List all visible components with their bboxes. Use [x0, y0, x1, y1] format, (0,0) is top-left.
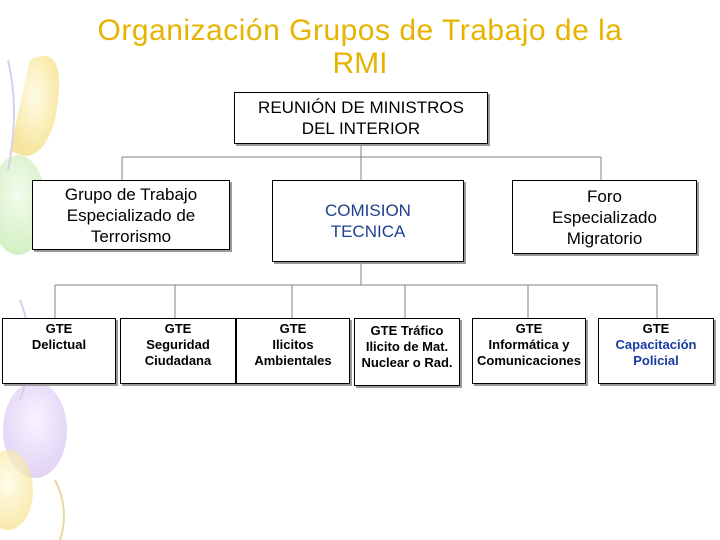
gte-ilicitos-box: GTE Ilicitos Ambientales: [236, 318, 350, 384]
capacitacion-line-2: Capacitación: [615, 337, 697, 352]
ilicitos-line-2: Ilicitos: [272, 337, 314, 352]
seguridad-line-2: Seguridad: [146, 337, 210, 352]
foro-line-3: Migratorio: [566, 228, 643, 248]
terrorismo-line-1: Grupo de Trabajo: [64, 184, 198, 204]
foro-migratorio-box: Foro Especializado Migratorio: [512, 180, 697, 254]
trafico-line-2: Ilicito de Mat.: [365, 339, 449, 354]
informatica-line-3: Comunicaciones: [476, 353, 582, 368]
delictual-line-2: Delictual: [31, 337, 87, 352]
title-line-1: Organización Grupos de Trabajo de la: [97, 14, 623, 47]
comision-line-1: COMISION: [325, 201, 411, 220]
gte-trafico-box: GTE Tráfico Ilicito de Mat. Nuclear o Ra…: [354, 318, 460, 386]
reunion-line-2: DEL INTERIOR: [301, 119, 421, 138]
seguridad-line-3: Ciudadana: [144, 353, 212, 368]
foro-line-2: Especializado: [552, 207, 657, 227]
trafico-line-1: GTE Tráfico: [370, 323, 444, 338]
foro-line-1: Foro: [587, 186, 622, 206]
reunion-ministros-box: REUNIÓN DE MINISTROS DEL INTERIOR: [234, 92, 488, 144]
terrorismo-line-2: Especializado de: [66, 205, 196, 225]
reunion-line-1: REUNIÓN DE MINISTROS: [258, 98, 464, 117]
comision-line-2: TECNICA: [330, 222, 406, 241]
delictual-line-1: GTE: [45, 321, 73, 336]
title-line-2: RMI: [332, 47, 388, 80]
capacitacion-line-3: Policial: [633, 353, 679, 368]
ilicitos-line-1: GTE: [279, 321, 307, 336]
terrorismo-line-3: Terrorismo: [90, 226, 172, 246]
comision-tecnica-box: COMISION TECNICA: [272, 180, 464, 262]
seguridad-line-1: GTE: [164, 321, 192, 336]
gte-seguridad-box: GTE Seguridad Ciudadana: [120, 318, 236, 384]
gte-capacitacion-box: GTE Capacitación Policial: [598, 318, 714, 384]
informatica-line-1: GTE: [515, 321, 543, 336]
trafico-line-3: Nuclear o Rad.: [361, 355, 453, 370]
informatica-line-2: Informática y: [488, 337, 570, 352]
terrorismo-box: Grupo de Trabajo Especializado de Terror…: [32, 180, 230, 250]
page-title: Organización Grupos de Trabajo de la RMI: [40, 14, 680, 80]
ilicitos-line-3: Ambientales: [254, 353, 332, 368]
capacitacion-line-1: GTE: [642, 321, 670, 336]
balloon-decoration: [0, 56, 67, 540]
gte-delictual-box: GTE Delictual: [2, 318, 116, 384]
gte-informatica-box: GTE Informática y Comunicaciones: [472, 318, 586, 384]
